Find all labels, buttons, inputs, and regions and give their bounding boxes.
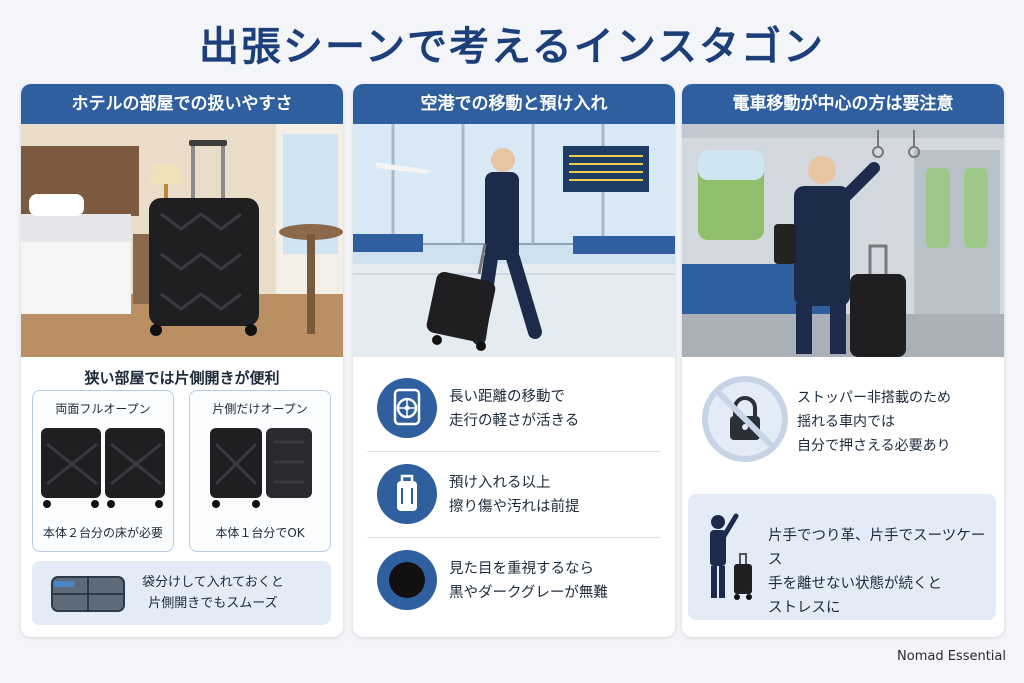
train-panel: 電車移動が中心の方は要注意	[682, 84, 1004, 637]
divider	[367, 537, 661, 538]
point-row: 長い距離の移動で 走行の軽さが活きる	[353, 371, 675, 447]
option-caption: 本体２台分の床が必要	[42, 526, 163, 540]
warning-line: ストッパー非搭載のため	[797, 390, 951, 406]
tip-line: 片側開きでもスムーズ	[148, 596, 278, 611]
point-line: 擦り傷や汚れは前提	[449, 499, 580, 515]
strap-line: 片手でつり革、片手でスーツケース	[768, 528, 986, 568]
luggage-icon	[377, 464, 437, 524]
packing-cubes-icon	[51, 576, 125, 612]
wheel-icon	[377, 378, 437, 438]
no-lock-icon	[702, 376, 788, 462]
tip-line: 袋分けして入れておくと	[142, 575, 284, 590]
packing-tip: 袋分けして入れておくと 片側開きでもスムーズ	[32, 561, 331, 625]
panel-heading: ホテルの部屋での扱いやすさ	[21, 84, 343, 124]
point-row: 見た目を重視するなら 黒やダークグレーが無難	[353, 543, 675, 619]
warning-line: 自分で押さえる必要あり	[797, 438, 951, 454]
brand-label: Nomad Essential	[897, 649, 1006, 664]
one-side-open-option: 片側だけオープン 本体１台分でOK	[189, 390, 331, 552]
option-label: 両面フルオープン	[55, 402, 151, 416]
point-text: 預け入れる以上 擦り傷や汚れは前提	[449, 471, 580, 519]
strap-line: ストレスに	[768, 600, 841, 616]
full-open-option: 両面フルオープン 本体２台分の床が必要	[32, 390, 174, 552]
point-row: 預け入れる以上 擦り傷や汚れは前提	[353, 457, 675, 533]
airport-panel: 空港での移動と預け入れ	[353, 84, 675, 637]
point-line: 見た目を重視するなら	[449, 561, 594, 577]
divider	[367, 451, 661, 452]
hotel-subtitle: 狭い部屋では片側開きが便利	[84, 369, 280, 387]
point-text: 長い距離の移動で 走行の軽さが活きる	[449, 385, 579, 433]
full-open-suitcase-icon	[41, 428, 165, 508]
person-strap-icon	[710, 513, 752, 600]
panel-heading: 電車移動が中心の方は要注意	[682, 84, 1004, 124]
warning-line: 揺れる車内では	[797, 414, 895, 430]
page-title: 出張シーンで考えるインスタゴン	[199, 24, 825, 70]
point-line: 預け入れる以上	[449, 475, 551, 491]
point-line: 黒やダークグレーが無難	[449, 585, 608, 601]
option-label: 片側だけオープン	[212, 402, 308, 416]
point-line: 長い距離の移動で	[449, 389, 565, 405]
strap-tip: 片手でつり革、片手でスーツケース 手を離せない状態が続くと ストレスに	[688, 494, 996, 620]
option-caption: 本体１台分でOK	[215, 526, 305, 540]
one-side-open-suitcase-icon	[210, 428, 312, 508]
train-interior-illustration	[682, 124, 1004, 357]
point-line: 走行の軽さが活きる	[449, 413, 580, 429]
hotel-panel: ホテルの部屋での扱いやすさ 狭い部屋では片側開きが便利 両面フルオー	[21, 84, 343, 637]
strap-line: 手を離せない状態が続くと	[768, 576, 942, 592]
airport-illustration	[353, 124, 675, 357]
black-circle-icon	[377, 550, 437, 610]
panel-heading: 空港での移動と預け入れ	[353, 84, 675, 124]
point-text: 見た目を重視するなら 黒やダークグレーが無難	[449, 557, 608, 605]
tip-text: 袋分けして入れておくと 片側開きでもスムーズ	[142, 572, 284, 614]
warning-text: ストッパー非搭載のため 揺れる車内では 自分で押さえる必要あり	[797, 386, 951, 458]
strap-text: 片手でつり革、片手でスーツケース 手を離せない状態が続くと ストレスに	[768, 524, 996, 620]
hotel-room-illustration	[21, 124, 343, 357]
